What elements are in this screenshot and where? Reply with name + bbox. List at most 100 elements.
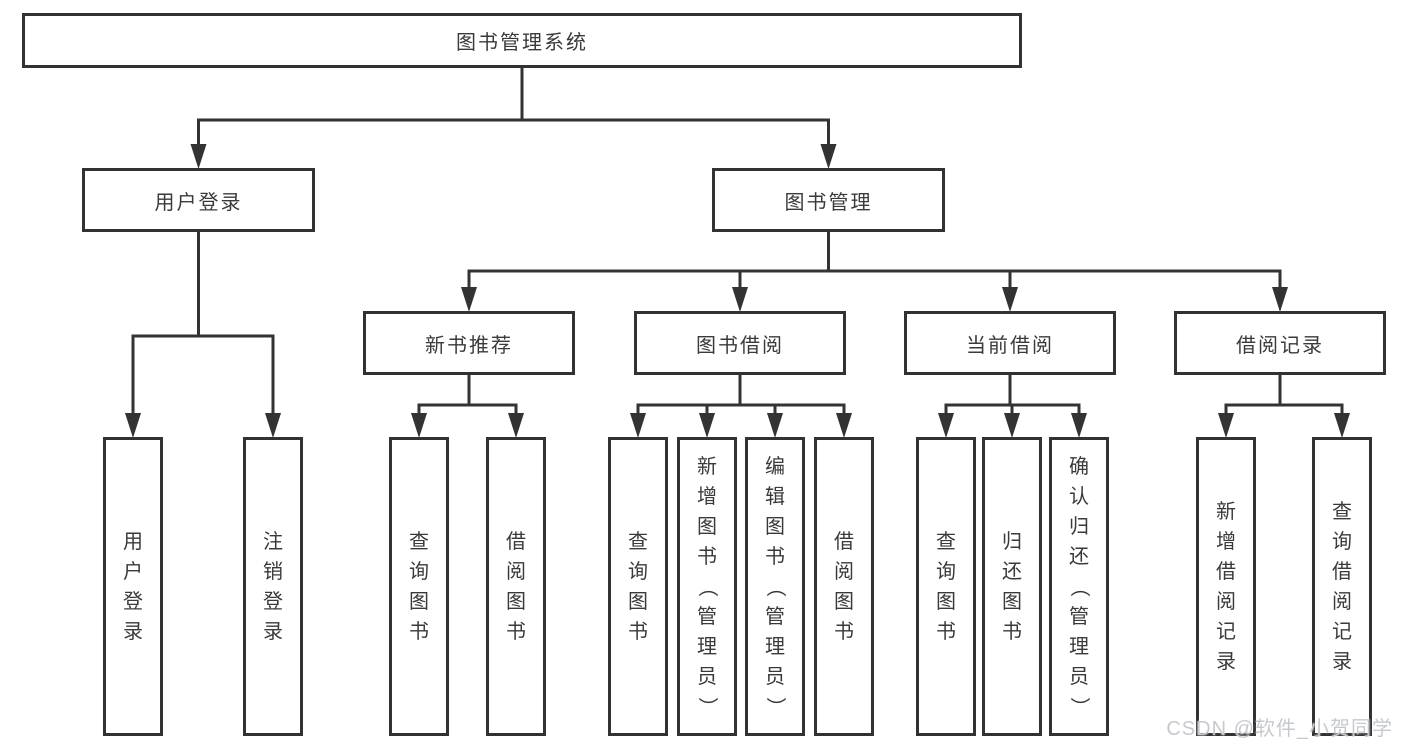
arrowhead-icon (938, 413, 954, 438)
node-label-char: 阅 (1216, 590, 1236, 613)
node-leaf-return-books: 归还图书 (982, 437, 1042, 736)
node-label-char: 图 (697, 515, 717, 538)
node-label-char: 借 (834, 530, 854, 553)
node-label-char: 归 (1002, 530, 1022, 553)
arrowhead-icon (125, 413, 141, 438)
node-label-char: 借 (506, 530, 526, 553)
node-label-char: （ (764, 576, 786, 597)
node-label-char: 员 (1069, 665, 1089, 688)
node-label-char: 管 (697, 605, 717, 628)
node-leaf-logout: 注销登录 (243, 437, 303, 736)
arrowhead-icon (820, 144, 837, 169)
node-current-borrowing: 当前借阅 (904, 311, 1116, 375)
watermark: CSDN @软件_小贺同学 (1166, 718, 1393, 740)
node-leaf-borrow-books-1: 借阅图书 (486, 437, 546, 736)
node-label-char: 阅 (506, 560, 526, 583)
node-label-char: 辑 (765, 485, 785, 508)
node-root: 图书管理系统 (22, 13, 1022, 68)
node-label-char: 管 (1069, 605, 1089, 628)
node-label-char: 还 (1002, 560, 1022, 583)
node-label-char: 图 (765, 515, 785, 538)
node-leaf-edit-book-admin: 编辑图书（管理员） (745, 437, 805, 736)
node-label-char: 理 (765, 635, 785, 658)
node-label-char: （ (1068, 576, 1090, 597)
node-book-borrowing: 图书借阅 (634, 311, 846, 375)
arrowhead-icon (732, 287, 748, 312)
node-label-char: 询 (628, 560, 648, 583)
node-label-char: 询 (409, 560, 429, 583)
node-leaf-query-books-1: 查询图书 (389, 437, 449, 736)
node-user-login: 用户登录 (82, 168, 315, 232)
node-leaf-add-book-admin: 新增图书（管理员） (677, 437, 737, 736)
node-leaf-query-books-2: 查询图书 (608, 437, 668, 736)
node-label-char: 阅 (1332, 590, 1352, 613)
arrowhead-icon (265, 413, 281, 438)
node-label-char: 图 (936, 590, 956, 613)
node-label-char: 借 (1216, 560, 1236, 583)
node-new-book-recommend: 新书推荐 (363, 311, 575, 375)
node-label-char: 录 (263, 620, 283, 643)
node-label-char: 查 (409, 530, 429, 553)
node-label-char: 员 (765, 665, 785, 688)
node-label-char: 户 (123, 560, 143, 583)
node-label-char: 图 (834, 590, 854, 613)
arrowhead-icon (411, 413, 427, 438)
node-label-char: 记 (1216, 620, 1236, 643)
node-label-char: 查 (1332, 500, 1352, 523)
node-label-char: 销 (263, 560, 283, 583)
node-label-char: 书 (936, 620, 956, 643)
arrowhead-icon (1272, 287, 1288, 312)
arrowhead-icon (1218, 413, 1234, 438)
node-leaf-user-login: 用户登录 (103, 437, 163, 736)
arrowhead-icon (699, 413, 715, 438)
node-label-char: 图 (628, 590, 648, 613)
node-label-char: 录 (123, 620, 143, 643)
node-label-char: 书 (628, 620, 648, 643)
node-borrowing-records: 借阅记录 (1174, 311, 1386, 375)
arrowhead-icon (461, 287, 477, 312)
node-label-char: 书 (765, 545, 785, 568)
node-label-char: 录 (1332, 650, 1352, 673)
node-label-char: 书 (1002, 620, 1022, 643)
node-label-char: 录 (1216, 650, 1236, 673)
node-book-management: 图书管理 (712, 168, 945, 232)
node-leaf-add-borrow-record: 新增借阅记录 (1196, 437, 1256, 736)
node-label-char: 图 (409, 590, 429, 613)
arrowhead-icon (836, 413, 852, 438)
node-label-char: （ (696, 576, 718, 597)
arrowhead-icon (190, 144, 207, 169)
arrowhead-icon (1071, 413, 1087, 438)
node-label-char: 书 (409, 620, 429, 643)
node-label-char: 理 (1069, 635, 1089, 658)
node-label-char: 增 (697, 485, 717, 508)
node-label-char: 图 (506, 590, 526, 613)
arrowhead-icon (767, 413, 783, 438)
node-label-char: 确 (1069, 455, 1089, 478)
node-label-char: 图 (1002, 590, 1022, 613)
node-leaf-borrow-books-2: 借阅图书 (814, 437, 874, 736)
node-label-char: 登 (263, 590, 283, 613)
arrowhead-icon (1002, 287, 1018, 312)
arrowhead-icon (1334, 413, 1350, 438)
node-label-char: 归 (1069, 515, 1089, 538)
node-label-char: 书 (506, 620, 526, 643)
node-label-char: 书 (697, 545, 717, 568)
node-label-char: 记 (1332, 620, 1352, 643)
node-label-char: 认 (1069, 485, 1089, 508)
node-label-char: 员 (697, 665, 717, 688)
node-label-char: ） (1068, 696, 1090, 717)
node-label-char: 增 (1216, 530, 1236, 553)
node-label-char: 用 (123, 530, 143, 553)
node-label-char: 查 (936, 530, 956, 553)
node-label-char: 新 (1216, 500, 1236, 523)
node-label-char: 管 (765, 605, 785, 628)
node-label-char: 询 (1332, 530, 1352, 553)
node-label-char: 书 (834, 620, 854, 643)
node-label-char: 登 (123, 590, 143, 613)
node-label-char: 注 (263, 530, 283, 553)
node-label-char: 还 (1069, 545, 1089, 568)
node-label-char: 新 (697, 455, 717, 478)
arrowhead-icon (508, 413, 524, 438)
